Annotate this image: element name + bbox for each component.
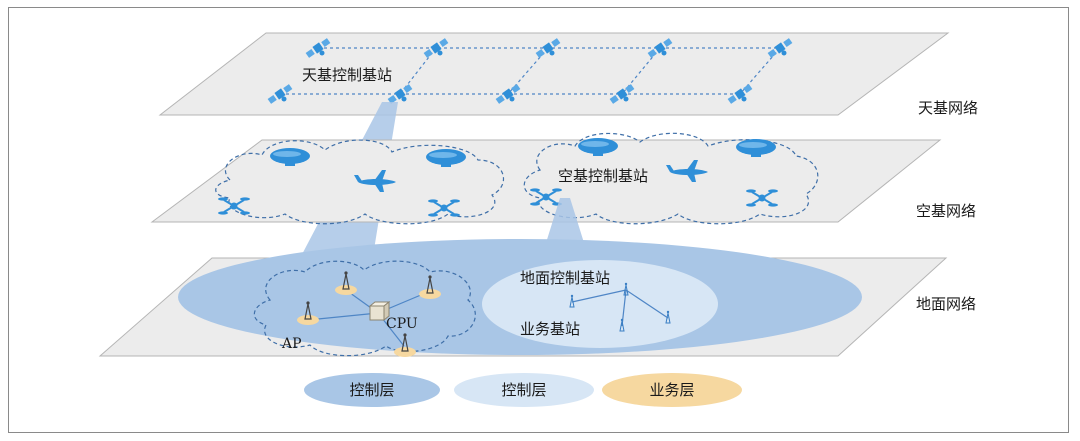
space-network-layer: 天基控制基站 天基网络 [158,32,978,117]
legend-label-service: 业务层 [649,381,694,399]
legend-swatch-control-light [454,373,594,407]
ground-network-layer: CPU AP 地面控制基站 业务基站 地面网络 [98,239,976,358]
service-station-label: 业务基站 [520,320,580,338]
legend-swatch-service [602,373,742,407]
ground-network-label: 地面网络 [916,295,976,313]
ground-control-station-label: 地面控制基站 [520,269,610,287]
legend-label-control-dark: 控制层 [349,381,394,399]
legend-swatch-control-dark [304,373,440,407]
space-control-station-label: 天基控制基站 [302,66,392,84]
service-control-region [482,260,718,348]
space-plane [158,32,950,116]
air-cloud-right [523,132,819,225]
figure-frame [8,7,1069,433]
legend-label-control-light: 控制层 [501,381,546,399]
cpu-label: CPU [386,316,418,332]
air-cloud-left [215,139,504,225]
air-network-layer: 空基控制基站 空基网络 [150,132,976,225]
ground-cloud [253,260,476,357]
air-control-station-label: 空基控制基站 [558,167,648,185]
ap-label: AP [281,336,302,352]
space-network-label: 天基网络 [918,99,978,117]
air-plane [150,139,942,223]
air-network-label: 空基网络 [916,202,976,220]
legend: 控制层 控制层 业务层 [304,373,742,407]
cpu-box-icon [368,300,391,322]
